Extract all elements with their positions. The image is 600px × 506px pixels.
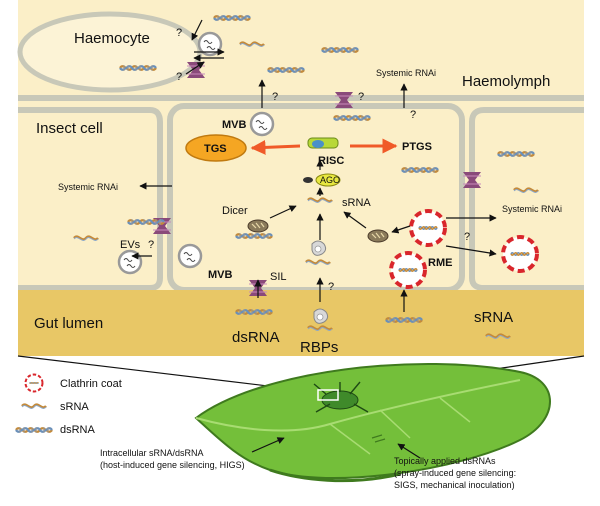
legend-label-0: Clathrin coat: [60, 378, 122, 390]
tgs-ellipse: [185, 134, 247, 162]
evs-label: EVs: [120, 239, 141, 251]
q-clathrin: ?: [464, 231, 470, 243]
arrow-risc-to-tgs: [250, 139, 301, 155]
sigs-line1: Topically applied dsRNAs: [394, 456, 496, 466]
sil-label: SIL: [270, 271, 287, 283]
q-haemolymph: ?: [358, 91, 364, 103]
clathrin-vesicle-2: [389, 251, 427, 289]
arrow-clathrin-to-next: [445, 245, 497, 257]
ptgs-label: PTGS: [402, 141, 432, 153]
legend: Clathrin coat sRNA dsRNA: [14, 373, 122, 436]
legend-label-2: dsRNA: [60, 424, 96, 436]
rbps-label: RBPs: [300, 339, 338, 356]
gut-lumen-label: Gut lumen: [34, 315, 103, 332]
mvb-top-label: MVB: [222, 119, 247, 131]
arrow-sigs: [397, 443, 421, 459]
ev-vesicle: [117, 249, 143, 275]
clathrin-vesicle-3: [501, 235, 539, 273]
srna-center-label: sRNA: [342, 197, 371, 209]
leaf: [194, 362, 551, 483]
higs-line2: (host-induced gene silencing, HIGS): [100, 460, 245, 470]
mvb-bottom-label: MVB: [208, 269, 233, 281]
rbp-lumen: [313, 308, 329, 324]
q-mvb-top: ?: [272, 91, 278, 103]
q-rbp: ?: [328, 281, 334, 293]
srna-icon: [20, 403, 48, 410]
mvb-top: [249, 111, 275, 137]
systemic-rnai-top: Systemic RNAi: [376, 68, 436, 78]
arrow-clathrin-to-dicer: [391, 225, 411, 234]
arrow-higs: [251, 437, 285, 453]
rme-label: RME: [428, 257, 452, 269]
q-evs: ?: [148, 239, 154, 251]
arrow-into-haemocyte: [191, 19, 203, 41]
sigs-line2: (spray-induced gene silencing:: [394, 468, 516, 478]
ago-label: AGO: [320, 175, 340, 185]
q-haemocyte-2: ?: [176, 71, 182, 83]
higs-line1: Intracellular sRNA/dsRNA: [100, 448, 204, 458]
arrow-haemocyte-up: [185, 61, 205, 75]
arrow-dicer-to-srna: [269, 205, 297, 219]
rbp-in-cell: [311, 240, 327, 256]
q-haemocyte-1: ?: [176, 27, 182, 39]
haemocyte-cell: [17, 11, 203, 93]
gut-lumen-region: [18, 290, 584, 356]
haemolymph-label: Haemolymph: [462, 73, 550, 90]
risc-complex: [307, 137, 339, 149]
systemic-rnai-right: Systemic RNAi: [502, 204, 562, 214]
dicer-label: Dicer: [222, 205, 248, 217]
risc-label: RISC: [318, 155, 344, 167]
left-cell-membrane: [18, 107, 163, 291]
q-systemic-top: ?: [410, 109, 416, 121]
dsrna-lumen-label: dsRNA: [232, 329, 280, 346]
mvb-bottom: [177, 243, 203, 269]
insect-cell-label: Insect cell: [36, 120, 103, 137]
srna-lumen-label: sRNA: [474, 309, 513, 326]
sigs-line3: SIGS, mechanical inoculation): [394, 480, 515, 490]
dsrna-icon: [14, 425, 54, 435]
ago-bound-rna: [303, 177, 313, 183]
tgs-label: TGS: [204, 143, 227, 155]
dicer-protein-right: [367, 229, 389, 243]
clathrin-vesicle-1: [409, 209, 447, 247]
legend-label-1: sRNA: [60, 401, 89, 413]
haemocyte-label: Haemocyte: [74, 30, 150, 47]
arrow-rme-to-srna: [343, 211, 367, 229]
ago-ellipse: [315, 173, 341, 187]
dicer-protein: [247, 219, 269, 233]
clathrin-coat-icon: [24, 373, 44, 393]
systemic-rnai-left: Systemic RNAi: [58, 182, 118, 192]
